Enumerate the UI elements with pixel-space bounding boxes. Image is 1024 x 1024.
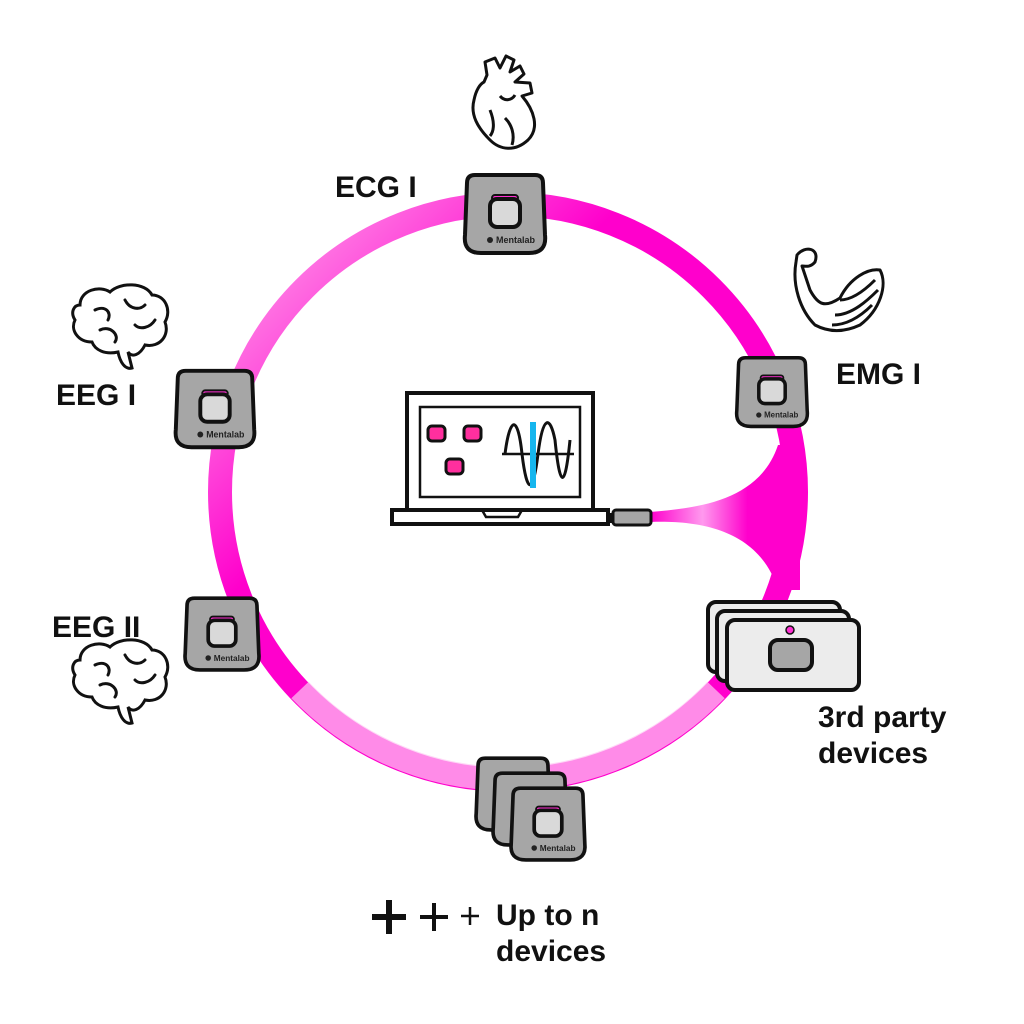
device-ecg — [462, 173, 548, 255]
label-eeg2: EEG II — [52, 611, 141, 644]
label-up-to-n-line1: Up to n — [496, 899, 600, 932]
brain-icon — [71, 638, 170, 725]
label-up-to-n-line2: devices — [496, 935, 607, 968]
label-up-to-n: Up to n devices — [496, 898, 606, 970]
label-emg: EMG I — [836, 358, 922, 391]
plus-icon — [372, 900, 479, 934]
heart-icon — [471, 54, 537, 150]
brain-icon — [71, 283, 170, 370]
device-eeg1 — [173, 368, 257, 450]
cable-funnel — [650, 445, 800, 590]
device-emg — [734, 356, 810, 429]
flexed-arm-icon — [793, 247, 885, 333]
label-eeg1: EEG I — [56, 379, 137, 412]
label-ecg: ECG I — [335, 171, 417, 204]
third-party-devices — [706, 600, 861, 692]
label-third-party-line2: devices — [818, 737, 929, 770]
laptop-icon — [390, 391, 653, 527]
device-eeg2 — [183, 596, 261, 672]
label-third-party: 3rd party devices — [818, 700, 946, 772]
label-third-party-line1: 3rd party — [818, 701, 947, 734]
